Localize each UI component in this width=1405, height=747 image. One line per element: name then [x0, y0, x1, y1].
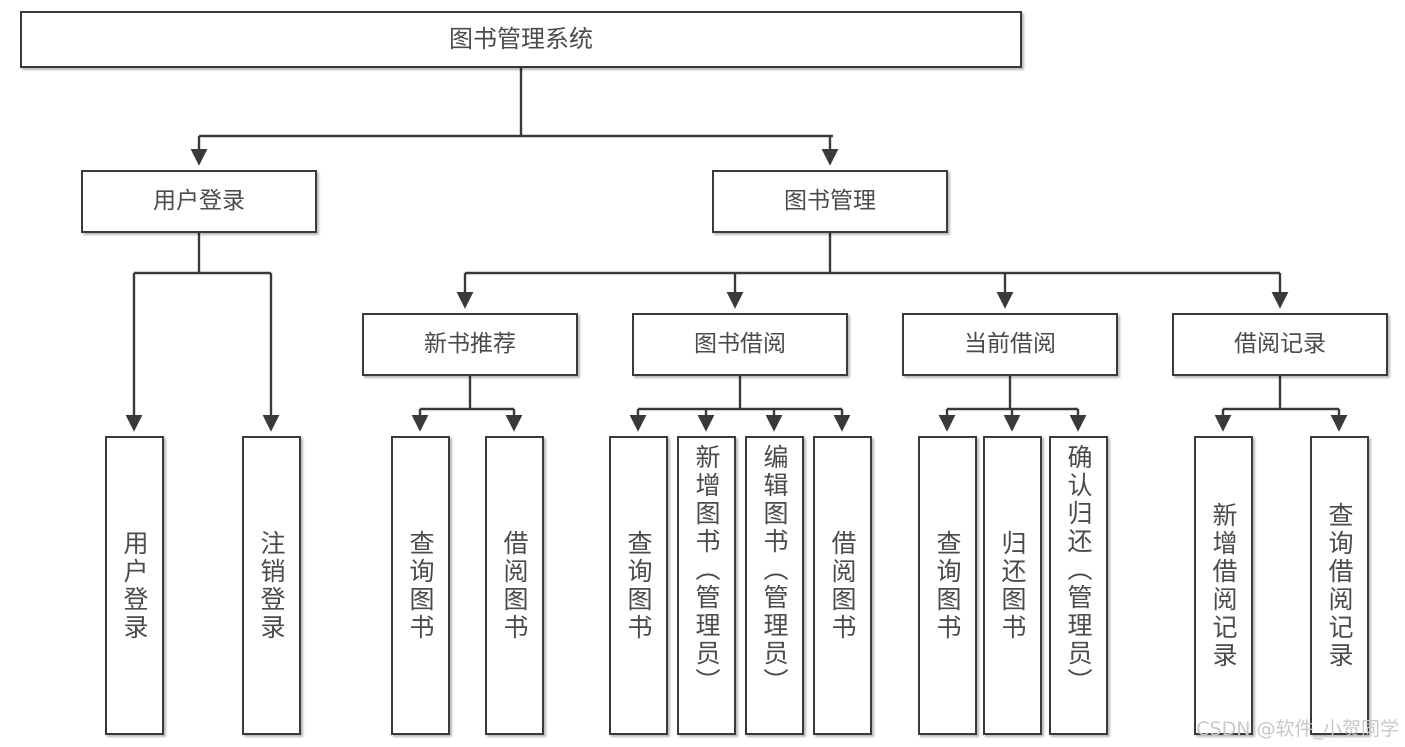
node-new-book-recommend[interactable]: 新书推荐: [362, 313, 578, 376]
node-label: 查询图书: [624, 529, 653, 642]
leaf-query-borrow-record[interactable]: 查询借阅记录: [1310, 436, 1369, 735]
node-label: 新增图书（管理员）: [692, 444, 721, 696]
node-label: 图书管理系统: [449, 24, 593, 53]
leaf-add-book-admin[interactable]: 新增图书（管理员）: [677, 436, 736, 735]
leaf-return-book[interactable]: 归还图书: [983, 436, 1042, 735]
watermark-text: CSDN @软件_小贺同学: [1196, 718, 1399, 740]
node-label: 归还图书: [998, 529, 1027, 642]
leaf-borrow-book-recommend[interactable]: 借阅图书: [485, 436, 544, 735]
leaf-borrow-book[interactable]: 借阅图书: [813, 436, 872, 735]
node-user-login[interactable]: 用户登录: [81, 170, 317, 233]
node-label: 查询借阅记录: [1325, 501, 1354, 670]
leaf-add-borrow-record[interactable]: 新增借阅记录: [1194, 436, 1253, 735]
node-label: 新增借阅记录: [1209, 501, 1238, 670]
node-label: 当前借阅: [964, 331, 1056, 358]
node-label: 注销登录: [257, 529, 286, 642]
node-label: 用户登录: [120, 529, 149, 642]
leaf-confirm-return-admin[interactable]: 确认归还（管理员）: [1049, 436, 1108, 735]
node-label: 用户登录: [153, 188, 245, 215]
leaf-user-login[interactable]: 用户登录: [105, 436, 164, 735]
node-book-management[interactable]: 图书管理: [712, 170, 948, 233]
leaf-query-book-borrow[interactable]: 查询图书: [609, 436, 668, 735]
node-label: 图书管理: [784, 188, 876, 215]
node-root-system[interactable]: 图书管理系统: [20, 11, 1022, 68]
leaf-query-book-current[interactable]: 查询图书: [918, 436, 977, 735]
node-current-borrow[interactable]: 当前借阅: [902, 313, 1118, 376]
node-label: 借阅图书: [500, 529, 529, 642]
leaf-edit-book-admin[interactable]: 编辑图书（管理员）: [745, 436, 804, 735]
node-label: 查询图书: [406, 529, 435, 642]
leaf-query-book-recommend[interactable]: 查询图书: [391, 436, 450, 735]
leaf-logout[interactable]: 注销登录: [242, 436, 301, 735]
node-borrow-record[interactable]: 借阅记录: [1172, 313, 1388, 376]
node-label: 图书借阅: [694, 331, 786, 358]
node-label: 查询图书: [933, 529, 962, 642]
node-label: 编辑图书（管理员）: [760, 444, 789, 696]
node-label: 借阅图书: [828, 529, 857, 642]
node-label: 借阅记录: [1234, 331, 1326, 358]
node-label: 确认归还（管理员）: [1064, 444, 1093, 696]
node-book-borrow[interactable]: 图书借阅: [632, 313, 848, 376]
node-label: 新书推荐: [424, 331, 516, 358]
